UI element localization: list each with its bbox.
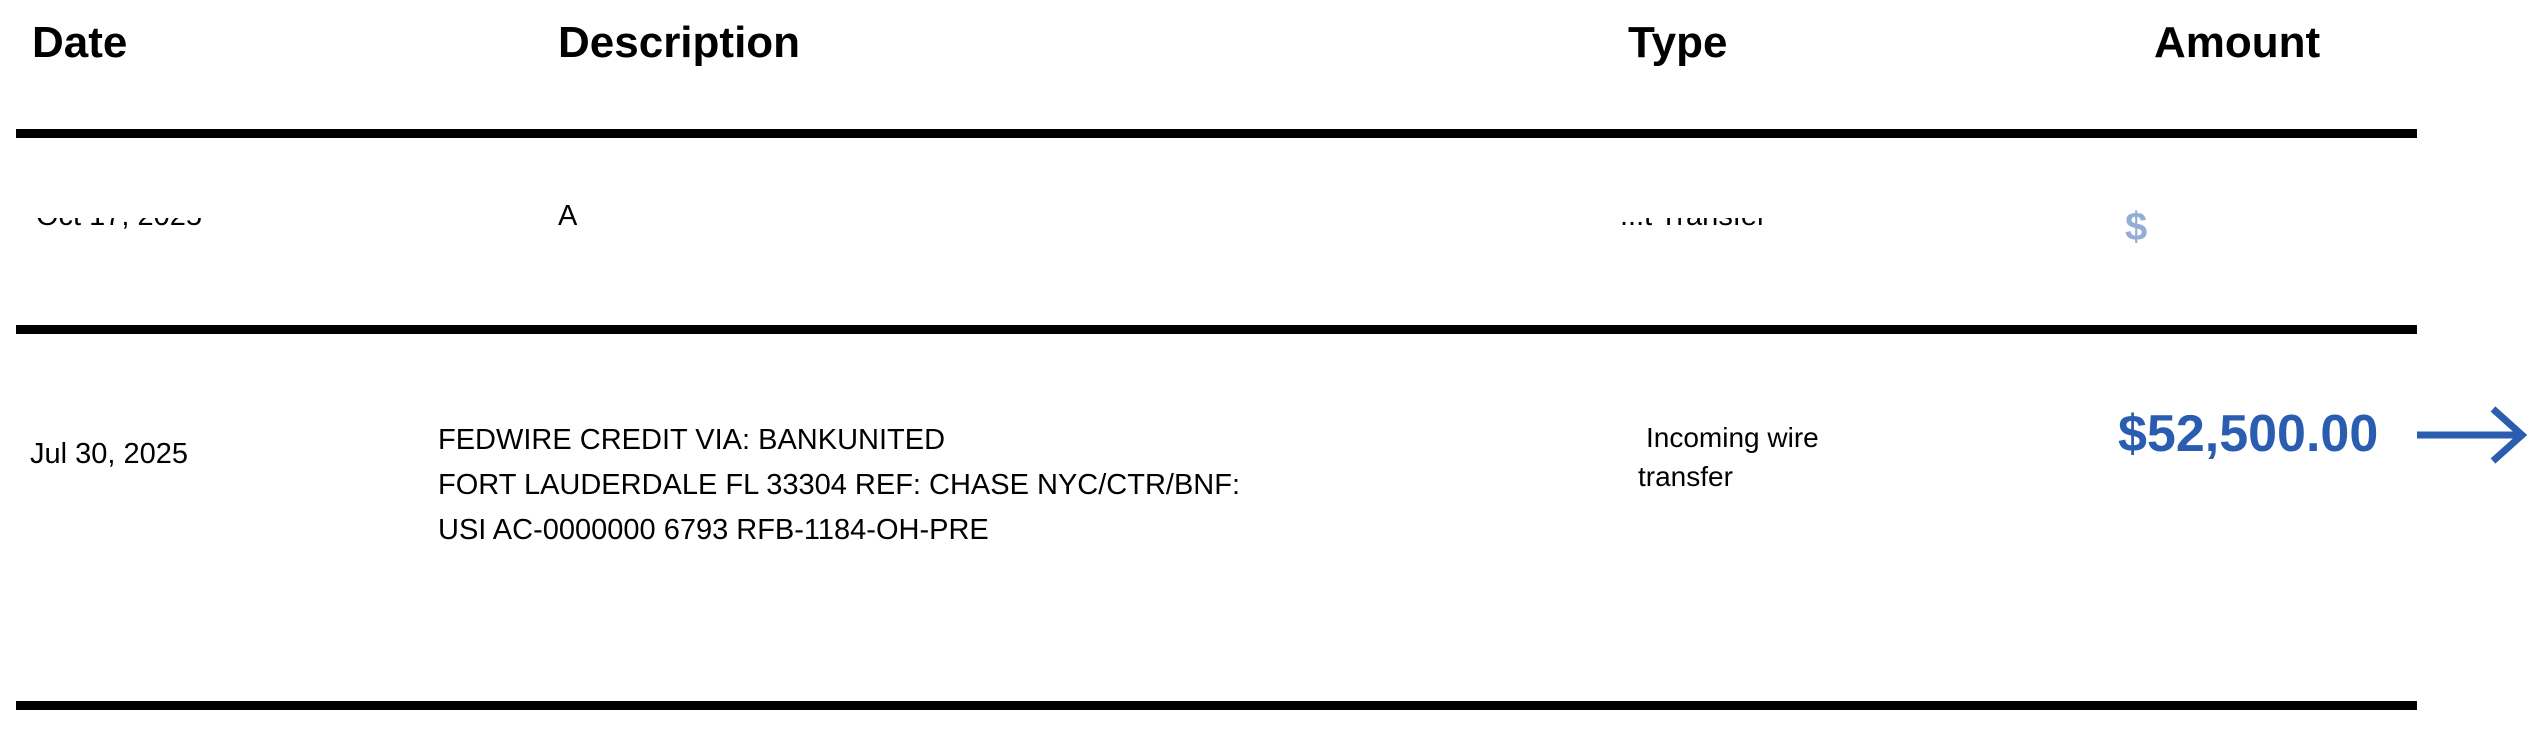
row-description: FEDWIRE CREDIT VIA: BANKUNITED FORT LAUD… (438, 418, 1240, 553)
description-line: FORT LAUDERDALE FL 33304 REF: CHASE NYC/… (438, 469, 1241, 501)
description-line: USI AC-0000000 6793 RFB-1184-OH-PRE (438, 514, 989, 546)
arrow-right-icon (2417, 406, 2528, 464)
header-description: Description (558, 18, 801, 67)
row-date-erased: Oct 17, 2025 (36, 218, 226, 240)
type-line: transfer (1638, 461, 1733, 492)
row-amount: $52,500.00 (2118, 405, 2379, 463)
header-date: Date (32, 18, 128, 67)
row-description-erased: A (558, 200, 578, 230)
header-type: Type (1628, 18, 1728, 67)
row-type: Incoming wire transfer (1638, 418, 1819, 496)
header-divider (16, 129, 2417, 138)
description-line: FEDWIRE CREDIT VIA: BANKUNITED (438, 424, 946, 456)
row-divider (16, 325, 2417, 334)
row-date: Jul 30, 2025 (30, 438, 189, 470)
row-amount-erased: $ (2125, 205, 2148, 249)
table-bottom-divider (16, 701, 2417, 710)
row-type-erased: ...t Transfer (1620, 218, 1840, 240)
header-amount: Amount (2154, 18, 2321, 67)
type-line: Incoming wire (1646, 422, 1819, 453)
